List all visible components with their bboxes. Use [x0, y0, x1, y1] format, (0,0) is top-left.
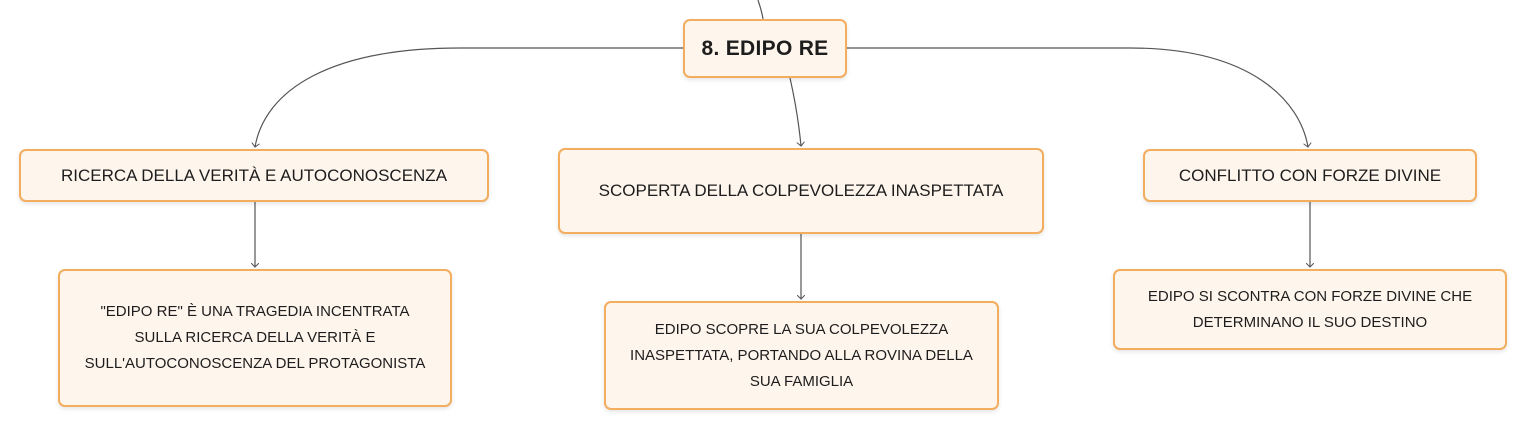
branch-node-label: RICERCA DELLA VERITÀ E AUTOCONOSCENZA	[60, 165, 448, 185]
leaf-node-text: EDIPO SI SCONTRA CON FORZE DIVINE CHE DE…	[1147, 287, 1473, 331]
branch-node-truth-search[interactable]: RICERCA DELLA VERITÀ E AUTOCONOSCENZA	[19, 149, 489, 202]
leaf-node-unexpected-guilt-detail[interactable]: EDIPO SCOPRE LA SUA COLPEVOLEZZA INASPET…	[604, 301, 999, 410]
branch-node-divine-conflict[interactable]: CONFLITTO CON FORZE DIVINE	[1143, 149, 1477, 202]
leaf-node-text: EDIPO SCOPRE LA SUA COLPEVOLEZZA INASPET…	[630, 320, 973, 390]
leaf-node-text: "EDIPO RE" È UNA TRAGEDIA INCENTRATA SUL…	[84, 303, 426, 372]
root-node[interactable]: 8. EDIPO RE	[683, 19, 847, 78]
root-node-label: 8. EDIPO RE	[701, 36, 829, 60]
connector-root-to-branch-1	[255, 47, 683, 147]
leaf-node-truth-search-detail[interactable]: "EDIPO RE" È UNA TRAGEDIA INCENTRATA SUL…	[58, 269, 452, 407]
branch-node-unexpected-guilt[interactable]: SCOPERTA DELLA COLPEVOLEZZA INASPETTATA	[558, 148, 1044, 234]
connector-root-to-branch-2	[789, 77, 801, 146]
leaf-node-divine-conflict-detail[interactable]: EDIPO SI SCONTRA CON FORZE DIVINE CHE DE…	[1113, 269, 1507, 350]
branch-node-label: CONFLITTO CON FORZE DIVINE	[1178, 165, 1442, 185]
branch-node-label: SCOPERTA DELLA COLPEVOLEZZA INASPETTATA	[598, 181, 1004, 200]
connector-parent-to-root	[757, 0, 764, 20]
connector-root-to-branch-3	[847, 47, 1308, 147]
